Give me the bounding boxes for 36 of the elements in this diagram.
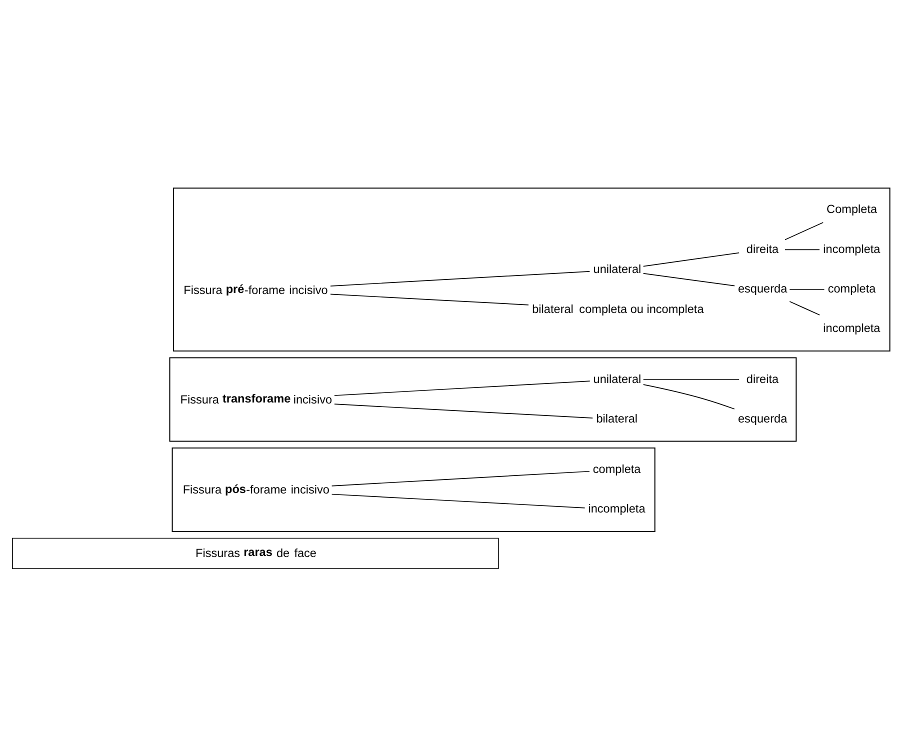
connector: [330, 270, 590, 286]
node-text: Fissura pós-forame incisivo: [182, 481, 330, 496]
node-text: unilateral: [593, 371, 642, 386]
node-text: esquerda: [738, 280, 788, 295]
node-text: esquerda: [738, 410, 788, 425]
connector: [642, 272, 736, 286]
connector: [784, 248, 820, 250]
node-text: unilateral: [593, 262, 642, 276]
cluster: [173, 187, 890, 351]
connector: [642, 384, 735, 409]
connector: [331, 493, 586, 508]
node-text: bilateral: [596, 410, 638, 425]
connector: [784, 222, 824, 240]
connector: [334, 403, 594, 418]
node-text: direita: [746, 241, 779, 256]
cluster: [169, 356, 797, 442]
connector: [642, 378, 740, 380]
node-text: incompleta: [588, 501, 646, 516]
connector: [334, 380, 590, 396]
node-box: Fissuras raras de face: [12, 537, 499, 569]
connector: [330, 293, 529, 305]
connector: [642, 252, 740, 266]
node-text: completa: [828, 280, 876, 295]
node-text: incompleta: [823, 241, 880, 256]
connector: [789, 288, 825, 290]
node-text: completa: [592, 462, 641, 476]
node-text: incompleta: [823, 320, 880, 335]
connector: [789, 300, 820, 315]
node-label: completa ou incompleta: [579, 302, 704, 316]
connector: [331, 470, 590, 486]
node-text: Fissura pré-forame incisivo: [184, 281, 328, 296]
node-text: bilateral: [532, 302, 574, 316]
node-text: Completa: [826, 202, 878, 216]
node-text: Fissura transforame incisivo: [180, 391, 332, 406]
cluster: [172, 446, 656, 532]
node-text: direita: [746, 371, 779, 386]
